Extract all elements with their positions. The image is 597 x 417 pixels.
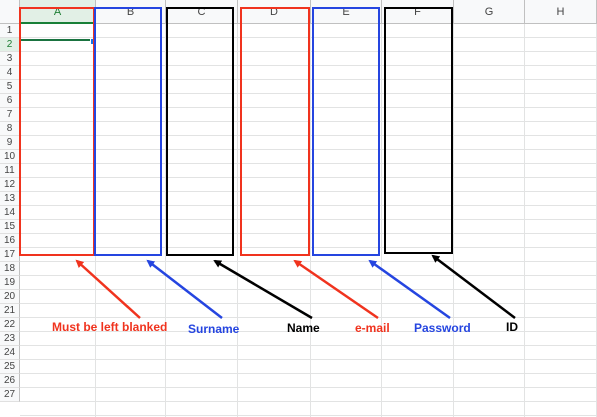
- column-header-b[interactable]: B: [96, 0, 166, 24]
- gridline: [237, 24, 238, 417]
- gridline: [20, 373, 597, 374]
- label-surname: Surname: [188, 322, 240, 336]
- column-header-e[interactable]: E: [311, 0, 382, 24]
- row-header-25[interactable]: 25: [0, 360, 20, 374]
- column-header-c[interactable]: C: [166, 0, 238, 24]
- gridline: [524, 24, 525, 417]
- row-header-26[interactable]: 26: [0, 374, 20, 388]
- column-f-highlight: [384, 7, 453, 254]
- arrow-surname: [146, 259, 223, 319]
- row-header-27[interactable]: 27: [0, 388, 20, 402]
- arrow-id: [431, 254, 516, 319]
- column-d-highlight: [240, 7, 310, 256]
- column-header-d[interactable]: D: [238, 0, 311, 24]
- gridline: [20, 359, 597, 360]
- row-header-24[interactable]: 24: [0, 346, 20, 360]
- arrow-password: [368, 259, 451, 320]
- arrow-must-be-left-blanked: [75, 259, 141, 319]
- gridline: [310, 24, 311, 417]
- arrow-name: [213, 259, 313, 320]
- row-header-22[interactable]: 22: [0, 318, 20, 332]
- gridline: [20, 331, 597, 332]
- label-name: Name: [287, 321, 320, 335]
- column-c-highlight: [166, 7, 234, 256]
- label-must-be-left-blanked: Must be left blanked: [52, 320, 168, 334]
- gridline: [20, 401, 597, 402]
- row-header-20[interactable]: 20: [0, 290, 20, 304]
- row-header-23[interactable]: 23: [0, 332, 20, 346]
- label-email: e-mail: [355, 321, 390, 335]
- arrow-email: [293, 259, 379, 320]
- row-header-19[interactable]: 19: [0, 276, 20, 290]
- gridline: [20, 345, 597, 346]
- gridline: [20, 303, 597, 304]
- column-header-f[interactable]: F: [382, 0, 454, 24]
- gridline: [20, 275, 597, 276]
- gridline: [165, 24, 166, 417]
- column-header-g[interactable]: G: [454, 0, 525, 24]
- gridline: [20, 387, 597, 388]
- row-header-18[interactable]: 18: [0, 262, 20, 276]
- row-header-21[interactable]: 21: [0, 304, 20, 318]
- gridline: [20, 317, 597, 318]
- gridline: [20, 415, 597, 416]
- gridline: [453, 24, 454, 417]
- gridline: [381, 24, 382, 417]
- label-password: Password: [414, 321, 471, 335]
- column-e-highlight: [312, 7, 380, 256]
- gridline: [20, 289, 597, 290]
- column-b-highlight: [94, 7, 162, 256]
- gridline: [20, 261, 597, 262]
- active-cell[interactable]: [21, 34, 93, 41]
- label-id: ID: [506, 320, 518, 334]
